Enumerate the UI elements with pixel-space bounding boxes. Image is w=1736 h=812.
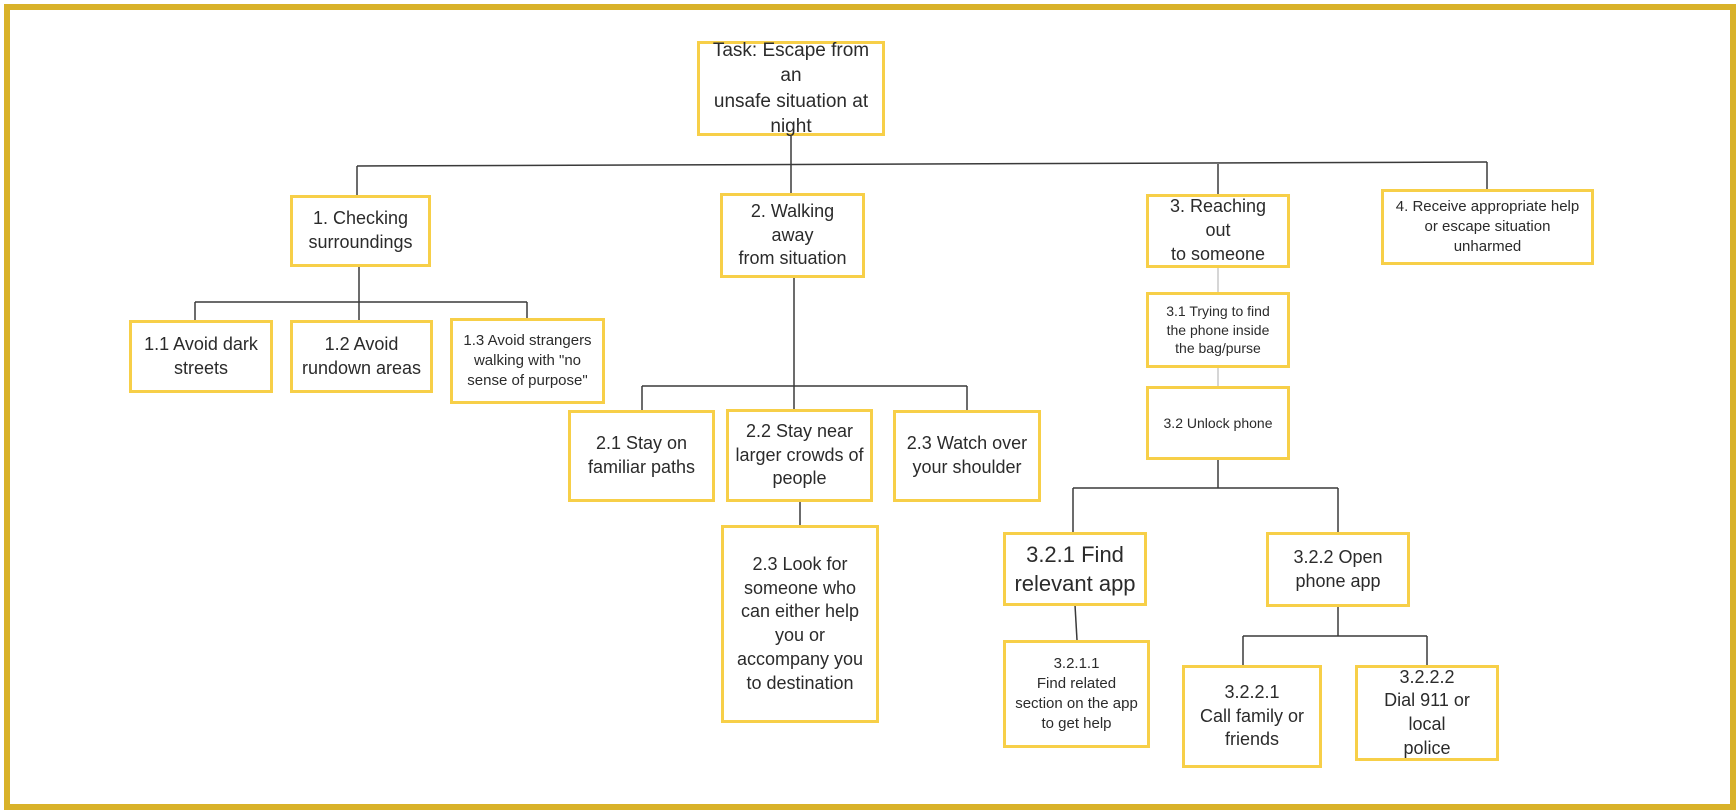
node-3-2-1-1-find-related-section: 3.2.1.1 Find related section on the app … (1003, 640, 1150, 748)
node-3-reaching-out: 3. Reaching out to someone (1146, 194, 1290, 268)
node-1-2-avoid-rundown-areas: 1.2 Avoid rundown areas (290, 320, 433, 393)
node-2-3-watch-over-shoulder: 2.3 Watch over your shoulder (893, 410, 1041, 502)
node-2-walking-away: 2. Walking away from situation (720, 193, 865, 278)
node-3-2-2-2-dial-911: 3.2.2.2 Dial 911 or local police (1355, 665, 1499, 761)
node-1-1-avoid-dark-streets: 1.1 Avoid dark streets (129, 320, 273, 393)
node-1-3-avoid-strangers: 1.3 Avoid strangers walking with "no sen… (450, 318, 605, 404)
node-1-checking-surroundings: 1. Checking surroundings (290, 195, 431, 267)
node-2-2-stay-near-crowds: 2.2 Stay near larger crowds of people (726, 409, 873, 502)
node-2-1-stay-on-familiar-paths: 2.1 Stay on familiar paths (568, 410, 715, 502)
node-3-2-unlock-phone: 3.2 Unlock phone (1146, 386, 1290, 460)
connector (1074, 604, 1078, 641)
node-3-2-2-1-call-family: 3.2.2.1 Call family or friends (1182, 665, 1322, 768)
node-3-2-1-find-relevant-app: 3.2.1 Find relevant app (1003, 532, 1147, 606)
node-root-task: Task: Escape from an unsafe situation at… (697, 40, 885, 137)
node-3-1-find-phone: 3.1 Trying to find the phone inside the … (1146, 292, 1290, 368)
node-2-3-look-for-someone: 2.3 Look for someone who can either help… (721, 525, 879, 723)
diagram-frame (4, 4, 1736, 810)
node-3-2-2-open-phone-app: 3.2.2 Open phone app (1266, 532, 1410, 607)
node-4-receive-help: 4. Receive appropriate help or escape si… (1381, 189, 1594, 265)
connector (356, 161, 1488, 167)
